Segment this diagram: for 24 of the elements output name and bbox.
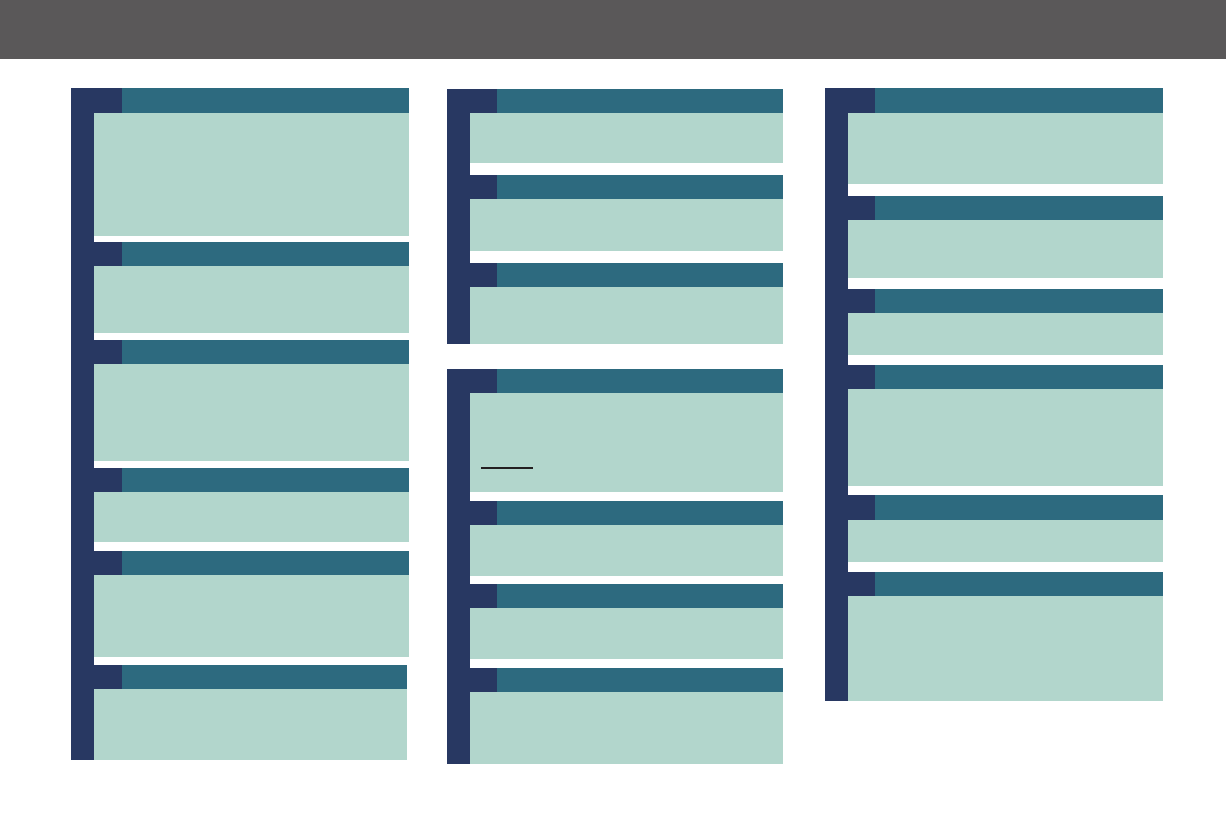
section-card bbox=[848, 495, 1163, 562]
section-card bbox=[94, 468, 409, 542]
sidebar-strip bbox=[825, 88, 848, 701]
sidebar-strip bbox=[447, 89, 470, 344]
section-card bbox=[848, 196, 1163, 278]
section-card bbox=[470, 263, 783, 344]
sidebar-strip bbox=[71, 88, 94, 760]
section-card bbox=[848, 88, 1163, 184]
section-card bbox=[94, 551, 409, 657]
section-card bbox=[470, 501, 783, 576]
title-banner bbox=[0, 0, 1226, 59]
sidebar-strip bbox=[447, 369, 470, 764]
section-card bbox=[94, 665, 407, 760]
section-card bbox=[470, 175, 783, 251]
section-card bbox=[470, 668, 783, 764]
section-card bbox=[470, 584, 783, 659]
section-card bbox=[470, 369, 783, 492]
section-card bbox=[94, 340, 409, 461]
section-card bbox=[94, 242, 409, 333]
section-card bbox=[848, 365, 1163, 486]
section-card bbox=[470, 89, 783, 163]
section-card bbox=[848, 572, 1163, 701]
section-card bbox=[94, 88, 409, 236]
section-card bbox=[848, 289, 1163, 355]
